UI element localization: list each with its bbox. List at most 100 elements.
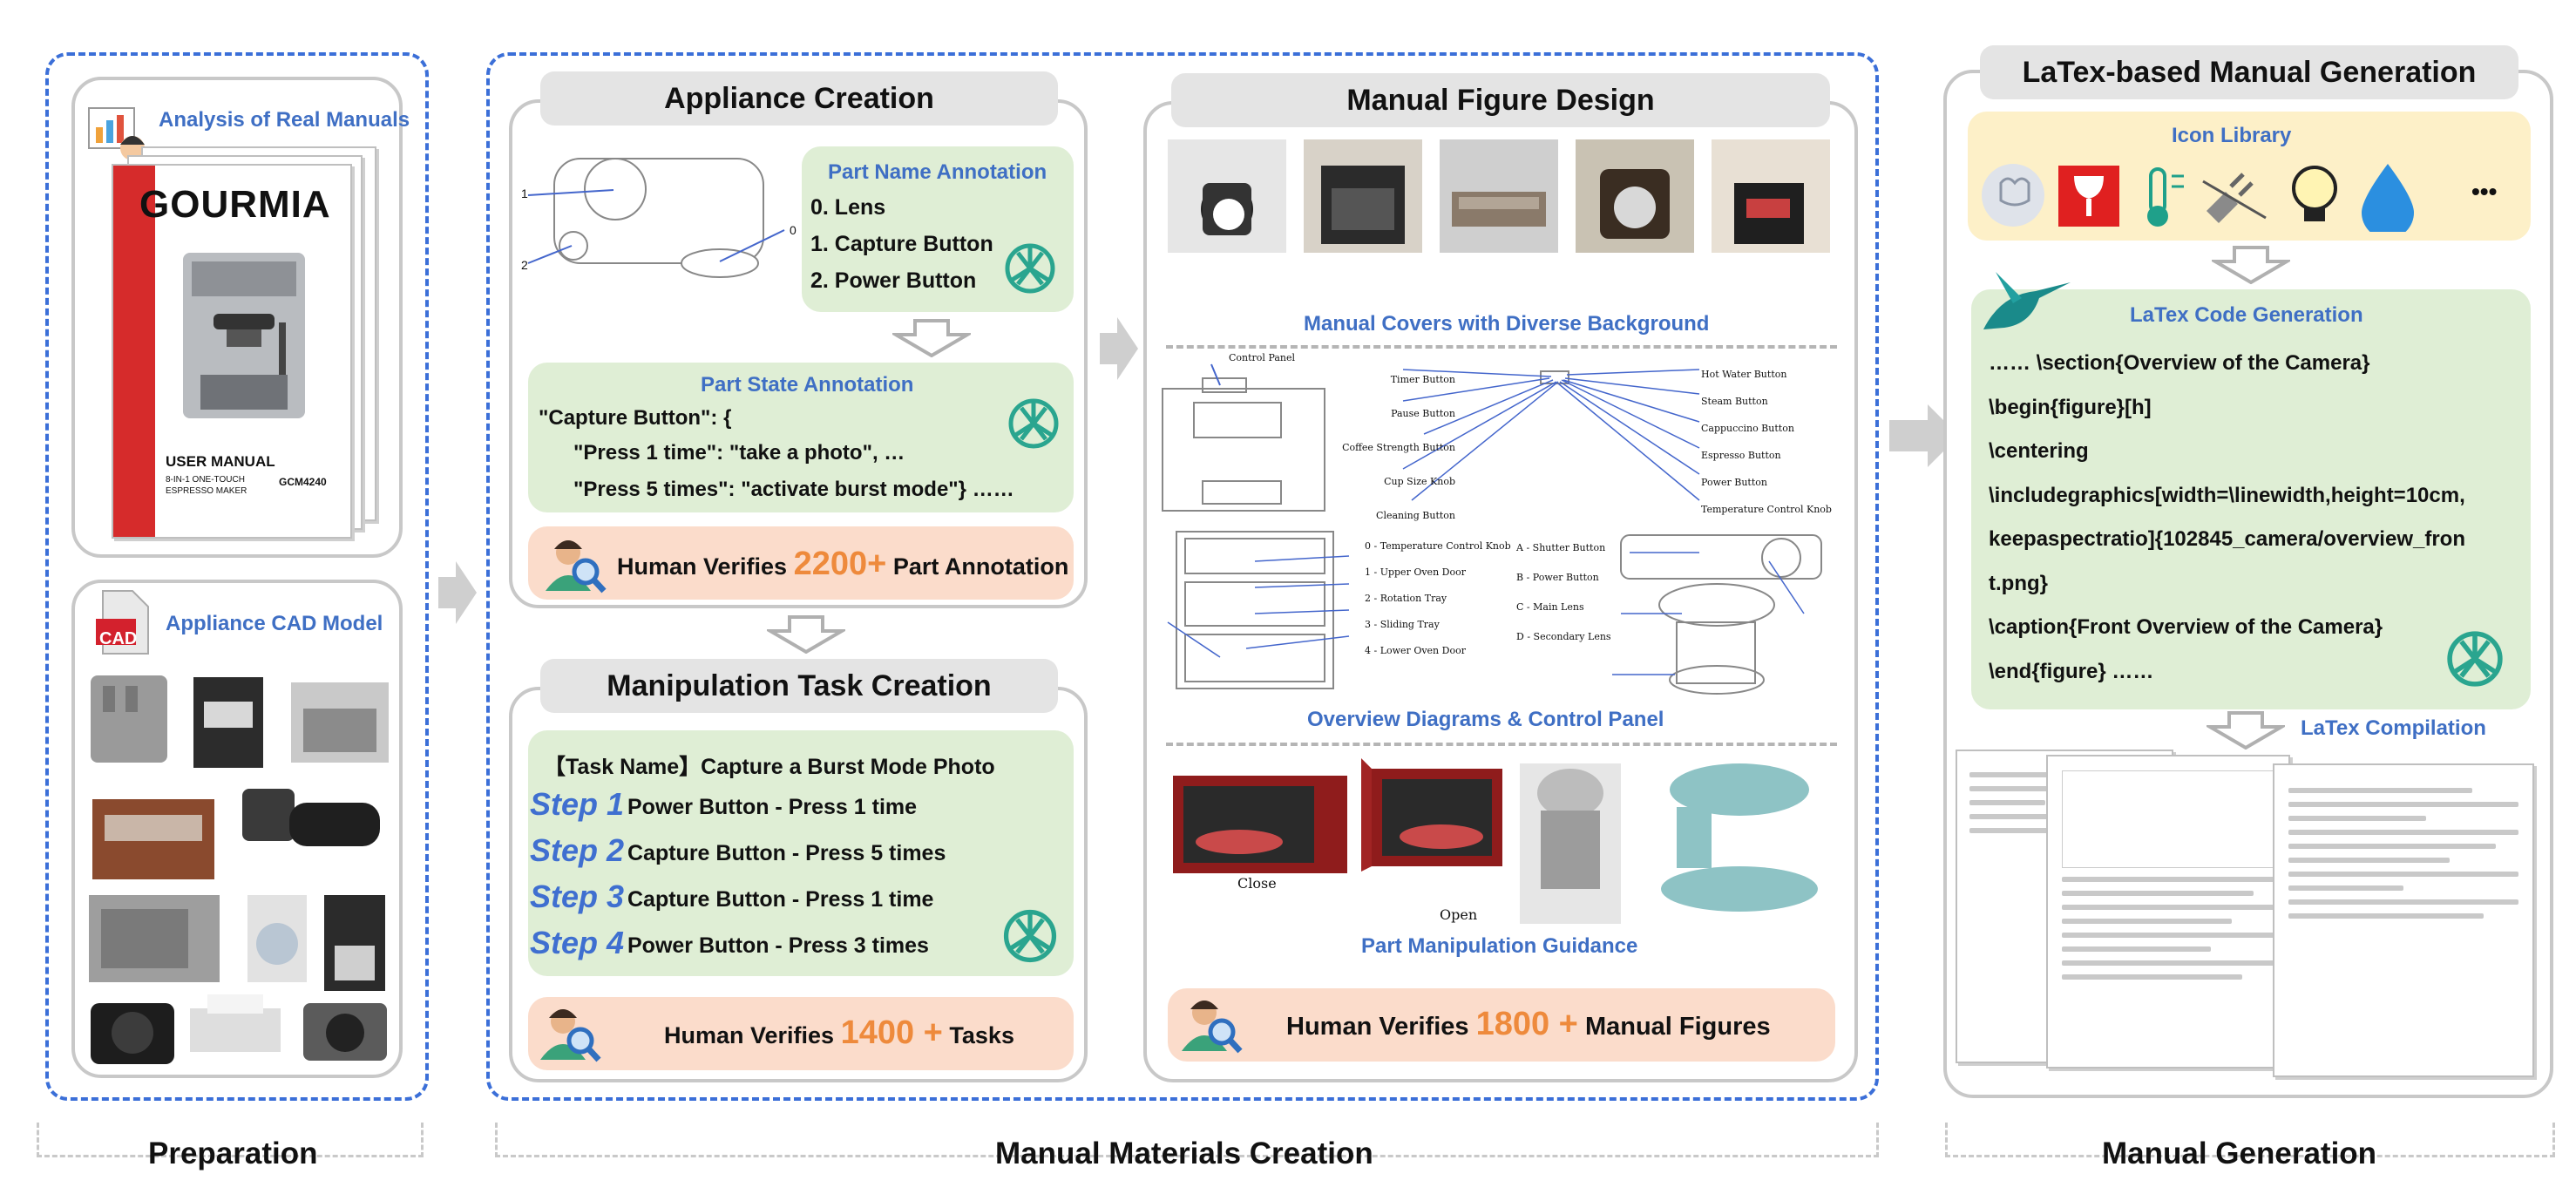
- cad-file-icon: [94, 589, 150, 655]
- oven-labels: 0 - Temperature Control Knob 1 - Upper O…: [1365, 533, 1530, 664]
- part-verify-count: 2200+: [793, 546, 887, 582]
- open-label: Open: [1440, 906, 1478, 923]
- coffee-maker-model: [193, 677, 263, 768]
- task-verify-prefix: Human Verifies: [664, 1022, 835, 1048]
- step-4-label: Step 4: [530, 925, 625, 960]
- part-state-title: Part State Annotation: [701, 373, 914, 397]
- openai-logo-icon: [2440, 624, 2510, 694]
- openai-logo-icon: [999, 237, 1061, 300]
- arrow-down-2: [763, 615, 849, 655]
- arrow-materials-to-latex: [1889, 401, 1959, 471]
- materials-label: Manual Materials Creation: [995, 1136, 1373, 1170]
- latex-code-line: \caption{Front Overview of the Camera}: [1989, 615, 2383, 639]
- panel-label: Espresso Button: [1701, 450, 1781, 461]
- figure-design-title: Manual Figure Design: [1171, 73, 1830, 127]
- stove-model: [291, 682, 389, 763]
- latex-code-line: …… \section{Overview of the Camera}: [1989, 351, 2370, 375]
- latex-code-line: \begin{figure}[h]: [1989, 395, 2152, 419]
- part-state-line-1: "Press 1 time": "take a photo", …: [573, 441, 905, 465]
- part-state-box: [528, 363, 1074, 512]
- materials-frame: [486, 52, 1879, 1101]
- part-name-0: 0. Lens: [810, 195, 886, 220]
- fragile-icon: [2058, 166, 2119, 227]
- compiled-page-2: [2046, 755, 2290, 1068]
- latex-code-line: t.png}: [1989, 571, 2048, 595]
- figure-verify-suffix: Manual Figures: [1584, 1013, 1771, 1041]
- figure-separator-1: [1166, 345, 1837, 349]
- step-2-label: Step 2: [530, 832, 625, 868]
- water-drop-icon: [2362, 164, 2414, 239]
- icon-library-icons: [1978, 157, 2527, 239]
- materials-bracket: [495, 1123, 1879, 1157]
- step-4-text: Power Button - Press 3 times: [627, 933, 929, 958]
- preparation-label: Preparation: [148, 1136, 318, 1170]
- part-verify-text: Human Verifies 2200+ Part Annotation: [617, 546, 1068, 583]
- step-3-label: Step 3: [530, 879, 625, 914]
- retro-camera-model: [303, 1003, 387, 1061]
- microwave-model: [89, 895, 220, 982]
- icon-library-title: Icon Library: [2172, 124, 2292, 147]
- human-verifier-icon: [540, 1002, 601, 1063]
- covers-caption: Manual Covers with Diverse Background: [1304, 312, 1710, 336]
- step-1-label: Step 1: [530, 786, 625, 822]
- latex-code-line: \includegraphics[width=\linewidth,height…: [1989, 483, 2465, 507]
- manual-title: USER MANUAL: [166, 453, 275, 470]
- espresso-machine-image: [166, 244, 322, 427]
- latex-compilation-title: LaTex Compilation: [2301, 716, 2486, 740]
- oven-label: 3 - Sliding Tray: [1365, 619, 1440, 630]
- figure-verify-box: [1168, 988, 1835, 1062]
- panel-labels-left: Timer Button Pause Button Coffee Strengt…: [1342, 363, 1455, 533]
- panel-label: Temperature Control Knob: [1701, 504, 1832, 515]
- manipulation-images: [1164, 758, 1844, 929]
- more-icons: •••: [2471, 178, 2498, 205]
- compiled-page-3: [2273, 763, 2534, 1077]
- part-name-2: 2. Power Button: [810, 268, 977, 293]
- latex-code-lines: …… \section{Overview of the Camera} \beg…: [1989, 342, 2529, 694]
- real-manuals-title: Analysis of Real Manuals: [159, 108, 410, 132]
- generation-label: Manual Generation: [2102, 1136, 2377, 1170]
- latex-code-line: \centering: [1989, 439, 2089, 463]
- camera-label: B - Power Button: [1516, 572, 1599, 583]
- latex-code-title: LaTex Code Generation: [2130, 303, 2363, 327]
- figure-separator-2: [1166, 743, 1837, 746]
- part-verify-box: [528, 526, 1074, 600]
- coffee-machine-diagram: [1159, 350, 1830, 521]
- oven-camera-diagram: [1159, 526, 1839, 701]
- part-state-line-2: "Press 5 times": "activate burst mode"} …: [573, 478, 1014, 501]
- lightbulb-icon: [2292, 166, 2337, 221]
- manual-brand: GOURMIA: [139, 183, 331, 226]
- espresso-model: [92, 799, 214, 879]
- diagram-label-1: 1: [521, 187, 528, 200]
- panel-label: Cleaning Button: [1376, 510, 1455, 521]
- task-steps-box: [528, 730, 1074, 976]
- step-1-text: Power Button - Press 1 time: [627, 795, 918, 819]
- cad-icon-text: CAD: [99, 629, 138, 648]
- arrow-down-1: [889, 319, 974, 358]
- task-verify-box: [528, 997, 1074, 1070]
- panel-labels-right: Hot Water Button Steam Button Cappuccino…: [1701, 361, 1840, 523]
- task-verify-text: Human Verifies 1400 + Tasks: [664, 1014, 1014, 1052]
- camera-label: D - Secondary Lens: [1516, 631, 1611, 642]
- camera-part-diagram: [519, 150, 797, 289]
- camera-label: C - Main Lens: [1516, 601, 1584, 613]
- panel-label: Hot Water Button: [1701, 369, 1787, 380]
- camera-label: A - Shutter Button: [1516, 542, 1606, 553]
- diagram-label-0: 0: [790, 223, 797, 237]
- manual-model: GCM4240: [279, 476, 327, 488]
- steam-icon: [1982, 164, 2044, 227]
- step-3-text: Capture Button - Press 1 time: [627, 887, 934, 912]
- part-name-title: Part Name Annotation: [828, 160, 1047, 184]
- panel-label: Cappuccino Button: [1701, 423, 1794, 434]
- step-2-text: Capture Button - Press 5 times: [627, 841, 946, 865]
- task-name: 【Task Name】Capture a Burst Mode Photo: [544, 755, 995, 779]
- oven-label: 0 - Temperature Control Knob: [1365, 540, 1511, 552]
- toaster-model: [91, 675, 167, 763]
- arrow-creation-to-figure: [1100, 314, 1138, 383]
- latex-code-line: \end{figure} ……: [1989, 659, 2154, 683]
- printer-model: [190, 994, 281, 1052]
- part-name-box: [802, 146, 1074, 312]
- figure-verify-text: Human Verifies 1800 + Manual Figures: [1286, 1006, 1771, 1043]
- cad-models-grid: [84, 667, 397, 1068]
- manipulation-caption: Part Manipulation Guidance: [1361, 934, 1638, 958]
- oven-label: 4 - Lower Oven Door: [1365, 645, 1466, 656]
